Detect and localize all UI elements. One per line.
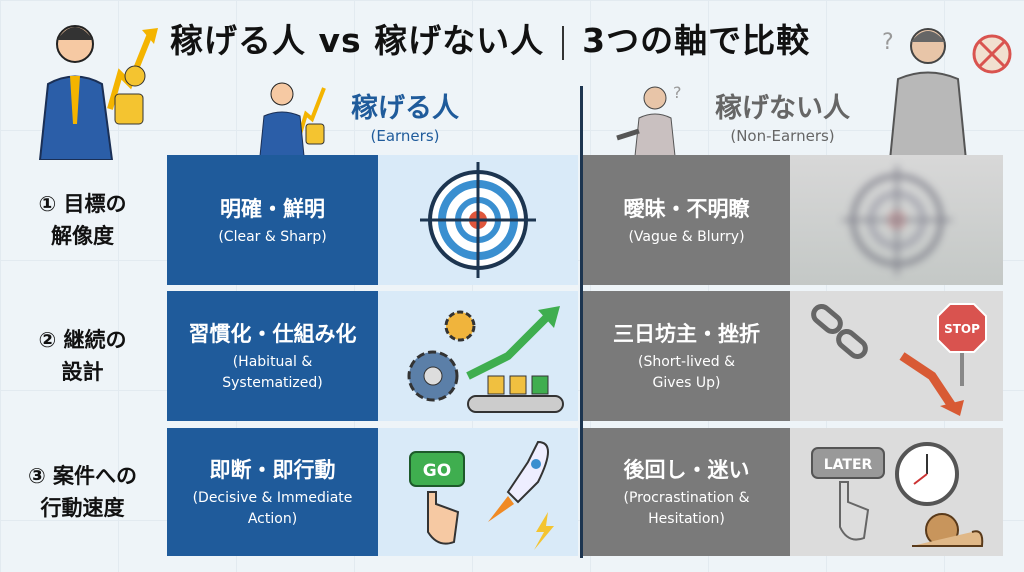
earners-label-en: (Earners) xyxy=(370,127,440,145)
target-icon xyxy=(420,162,536,278)
earner-icon xyxy=(259,82,326,156)
non-earner-cell-goal: 曖昧・不明瞭 (Vague & Blurry) xyxy=(583,155,790,285)
row-label-line: ③ 案件への xyxy=(27,464,138,488)
cell-title: 曖昧・不明瞭 xyxy=(623,196,750,221)
non-earner-image-goal xyxy=(790,155,1003,285)
title-right: 3つの軸で比較 xyxy=(582,21,811,60)
cell-title: 明確・鮮明 xyxy=(220,196,325,221)
non-earner-image-action: LATER xyxy=(790,428,1003,556)
earner-image-continuity xyxy=(378,291,578,421)
non-earner-cell-action: 後回し・迷い (Procrastination & Hesitation) xyxy=(583,428,790,556)
svg-text:?: ? xyxy=(882,30,894,55)
blurry-target-icon xyxy=(841,165,952,275)
earner-image-action: GO xyxy=(378,428,578,556)
row-label-line: ② 継続の xyxy=(38,328,127,352)
non-earner-icon: ? xyxy=(616,83,682,156)
cell-subtitle: (Habitual & Systematized) xyxy=(222,354,323,391)
earner-cell-continuity: 習慣化・仕組み化 (Habitual & Systematized) xyxy=(167,291,378,421)
row-label-action-speed: ③ 案件への行動速度 xyxy=(0,428,165,556)
earner-cell-goal: 明確・鮮明 (Clear & Sharp) xyxy=(167,155,378,285)
stop-sign-text: STOP xyxy=(944,322,980,336)
broken-chain-stop-icon: STOP xyxy=(810,303,987,416)
later-button-clock-snail-icon: LATER xyxy=(810,442,983,547)
cell-title: 三日坊主・挫折 xyxy=(613,322,760,346)
row-label-line: 解像度 xyxy=(51,224,114,248)
non-earners-header: 稼げない人 (Non-Earners) xyxy=(695,86,870,145)
cell-subtitle: (Short-lived & Gives Up) xyxy=(637,354,735,391)
later-button-text: LATER xyxy=(823,457,872,473)
row-label-line: ① 目標の xyxy=(38,192,127,216)
go-button-text: GO xyxy=(423,461,451,481)
earner-mascot-illustration xyxy=(38,25,158,160)
non-earners-label-en: (Non-Earners) xyxy=(730,127,835,145)
title-separator xyxy=(562,25,565,60)
earners-label: 稼げる人 xyxy=(351,93,459,124)
cell-title: 即断・即行動 xyxy=(209,458,336,482)
svg-text:?: ? xyxy=(673,83,682,102)
non-earner-cell-continuity: 三日坊主・挫折 (Short-lived & Gives Up) xyxy=(583,291,790,421)
title-left: 稼げる人 vs 稼げない人 xyxy=(170,21,545,60)
go-button-rocket-icon: GO xyxy=(409,440,554,550)
row-label-continuity-design: ② 継続の設計 xyxy=(0,291,165,421)
cell-subtitle: (Clear & Sharp) xyxy=(218,228,327,245)
non-earners-label: 稼げない人 xyxy=(715,93,850,124)
cell-subtitle: (Vague & Blurry) xyxy=(628,228,745,245)
cell-subtitle: (Procrastination & Hesitation) xyxy=(623,490,750,527)
non-earner-image-continuity: STOP xyxy=(790,291,1003,421)
cell-title: 後回し・迷い xyxy=(623,458,750,482)
earner-image-goal xyxy=(378,155,578,285)
page-title: 稼げる人 vs 稼げない人 3つの軸で比較 xyxy=(170,14,860,62)
column-divider xyxy=(580,86,583,558)
row-label-line: 設計 xyxy=(61,360,104,384)
non-earner-mascot-illustration: ? xyxy=(882,28,1012,160)
earners-header: 稼げる人 (Earners) xyxy=(330,86,480,145)
row-label-line: 行動速度 xyxy=(40,496,125,520)
gears-growth-icon xyxy=(407,306,564,413)
cell-subtitle: (Decisive & Immediate Action) xyxy=(192,490,353,527)
earner-cell-action: 即断・即行動 (Decisive & Immediate Action) xyxy=(167,428,378,556)
row-label-goal-resolution: ① 目標の解像度 xyxy=(0,155,165,285)
cell-title: 習慣化・仕組み化 xyxy=(188,322,357,346)
